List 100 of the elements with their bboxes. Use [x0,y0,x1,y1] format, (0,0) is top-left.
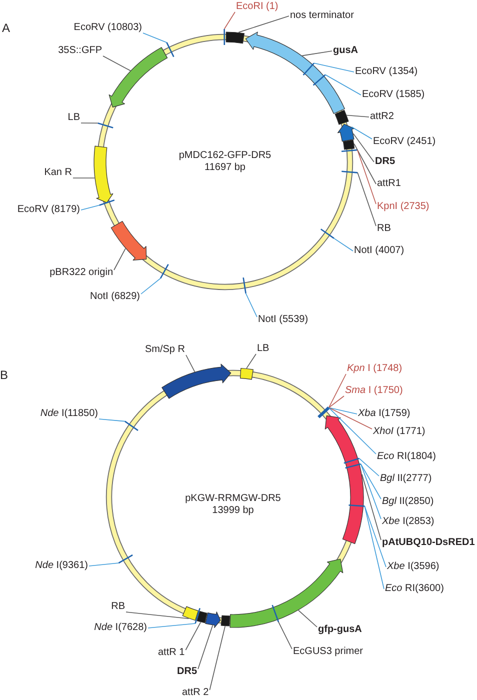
leader-line [352,133,374,162]
feature-label: attR 2 [182,687,209,699]
leader-line [346,114,370,118]
leader-line [126,612,190,619]
site-tick [341,149,358,152]
leader-line [364,506,386,568]
gene-feature [162,364,232,399]
leader-line [198,624,214,670]
leader-line [142,32,168,43]
site-label: Nde I(9361) [35,560,88,572]
leader-line [364,506,384,590]
site-label: Nde I(11850) [40,408,98,420]
feature-label: attR 1 [158,647,185,659]
site-label: Xba I(1759) [358,408,410,420]
site-label: EcoRV (1585) [362,89,425,101]
feature-label: LB [68,112,80,124]
site-tick [166,42,174,58]
site-label: EcoRV (2451) [373,136,436,148]
plasmid-size: 11697 bp [204,162,246,174]
site-tick [99,199,115,206]
site-label: Kpn I (1748) [347,363,402,375]
leader-line [314,62,354,72]
leader-line [302,50,332,56]
feature-label: gusA [333,45,358,57]
leader-line [246,354,256,369]
panel-letter: B [0,368,8,382]
leader-line [114,248,126,270]
site-tick [320,228,334,239]
site-tick [224,29,226,45]
leader-line [298,610,318,628]
feature-label: pAtUBQ10-DsRED1 [382,537,475,549]
site-label: Eco RI(1804) [377,451,436,463]
leader-line [245,292,258,318]
feature-label: pBR322 origin [50,267,113,279]
site-tick [160,264,169,279]
leader-line [88,562,120,566]
site-label: XhoI (1771) [373,426,426,438]
site-label: KpnI (2735) [377,201,430,213]
leader-line [328,407,376,454]
leader-line [140,278,161,294]
gene-feature [324,415,364,544]
leader-line [328,374,346,408]
feature-block [334,110,349,125]
leader-line [360,464,382,520]
site-label: EcoRV (1354) [355,66,418,78]
leader-line [328,407,358,414]
site-label: Bgl II(2850) [382,496,434,508]
leader-line [80,122,98,124]
site-label: Sma I (1750) [345,385,403,397]
site-label: NotI (5539) [258,314,308,326]
feature-label: gfp-gusA [318,624,362,636]
leader-line [354,143,376,184]
leader-line [328,407,372,430]
leader-line [185,622,201,650]
feature-label: attR1 [377,178,401,190]
leader-line [102,56,131,72]
feature-block [220,615,230,626]
feature-label: RB [111,601,125,613]
leader-line [148,623,196,628]
feature-label: nos terminator [290,10,354,22]
site-label: Xbe I(2853) [382,516,434,528]
site-label: NotI (6829) [90,291,140,303]
site-tick [242,277,246,294]
leader-line [278,622,292,650]
feature-label: DR5 [177,666,198,678]
feature-label: Kan R [44,167,72,179]
leader-line [360,464,382,500]
site-tick [194,608,200,624]
leader-line [224,12,236,30]
leader-line [324,74,362,96]
leader-line [238,16,290,33]
site-tick [98,122,114,128]
plasmid-size: 13999 bp [212,505,254,517]
feature-block [182,606,199,621]
site-tick [118,554,133,564]
leader-line [362,474,382,540]
gene-feature [205,612,221,628]
site-label: NotI (4007) [354,245,404,257]
feature-block [226,32,245,44]
gene-feature [94,146,114,203]
feature-label: 35S::GFP [58,45,102,57]
leader-line [80,204,100,210]
leader-line [358,458,380,476]
feature-block [342,140,355,150]
leader-line [334,238,354,252]
leader-line [98,418,126,422]
leader-line [328,396,344,408]
feature-block [196,610,208,624]
site-tick [124,420,138,431]
plasmid-name: pMDC162-GFP-DR5 [178,150,272,162]
site-tick [318,406,330,418]
leader-line [209,626,226,690]
feature-label: EcGUS3 primer [293,646,364,658]
leader-line [186,354,196,372]
site-label: EcoRV (10803) [74,22,142,34]
leader-line [357,172,376,226]
panel-letter: A [2,21,10,35]
feature-label: attR2 [370,111,394,123]
leader-line [357,150,376,204]
feature-label: RB [377,223,391,235]
